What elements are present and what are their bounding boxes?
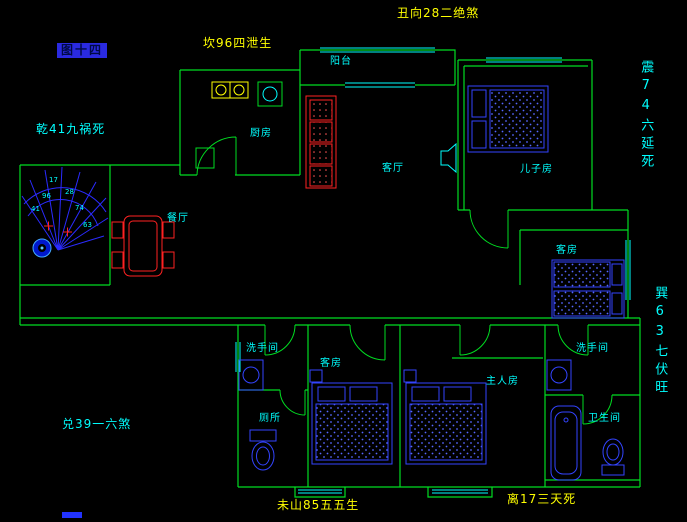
room-label-son-room: 儿子房 (520, 164, 553, 175)
compass-number: 41 (31, 205, 40, 213)
washbasin-right (546, 359, 572, 391)
annotation-bottom-right: 离17三天死 (507, 492, 577, 506)
figure-label: 图十四 (57, 43, 108, 59)
annotation-left: 乾41九祸死 (36, 122, 106, 136)
annotation-bottom-center: 未山85五五生 (277, 498, 360, 512)
room-label-balcony: 阳台 (330, 56, 352, 67)
toilet-left (249, 429, 277, 471)
annotation-bottom-left: 兑39一六煞 (62, 417, 132, 431)
compass-number: 74 (75, 204, 84, 212)
walls (19, 49, 641, 498)
sofa (305, 95, 337, 189)
screen-artifact (62, 512, 82, 518)
room-label-toilet: 厕所 (259, 413, 281, 424)
room-label-bathroom: 卫生间 (588, 413, 621, 424)
annotation-right-bottom: 巽63七伏旺 (652, 286, 668, 398)
bed-guest-bottom (309, 369, 393, 465)
room-label-kitchen: 厨房 (250, 128, 272, 139)
compass-number: 28 (65, 188, 74, 196)
windows (235, 47, 631, 494)
room-label-washroom-left: 洗手间 (246, 343, 279, 354)
bed-master (403, 369, 487, 465)
room-label-guest-right: 客房 (556, 245, 578, 256)
bathtub (550, 405, 582, 481)
bed-guest-right (551, 259, 625, 319)
compass-number: 96 (42, 192, 51, 200)
room-label-washroom-right: 洗手间 (576, 343, 609, 354)
room-label-master-room: 主人房 (486, 376, 519, 387)
compass-center-dot (40, 246, 44, 250)
toilet-right (601, 438, 625, 476)
dining-set (111, 215, 175, 277)
annotation-top-left: 坎96四泄生 (203, 36, 273, 50)
compass (21, 166, 109, 258)
room-label-guest-bottom: 客房 (320, 358, 342, 369)
compass-number: 17 (49, 176, 58, 184)
kitchen-sink (257, 81, 283, 107)
compass-number: 63 (83, 221, 92, 229)
room-label-living-room: 客厅 (382, 163, 404, 174)
compass-cross-marks (44, 221, 72, 237)
speaker-icon (440, 142, 457, 174)
fridge (195, 147, 215, 169)
washbasin-left (238, 359, 264, 391)
annotation-top: 丑向28二绝煞 (397, 6, 480, 20)
stove (211, 81, 249, 99)
room-label-dining-room: 餐厅 (167, 213, 189, 224)
bed-son-room (467, 85, 549, 153)
annotation-right-top: 震74六延死 (638, 60, 654, 172)
